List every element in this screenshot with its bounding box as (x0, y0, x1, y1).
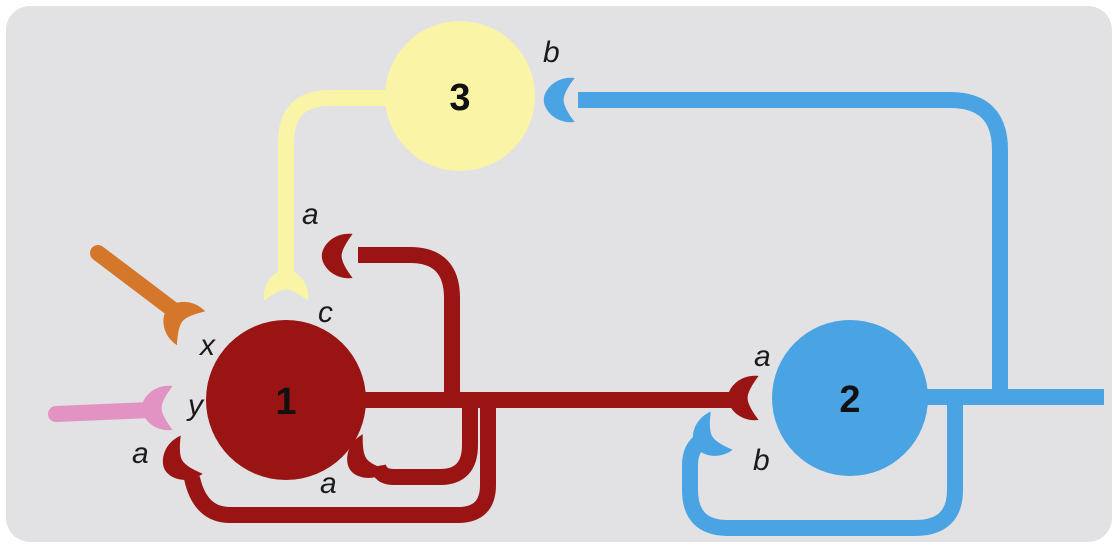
label-c-neuron1: c (318, 296, 333, 329)
label-a-left-neuron1: a (132, 437, 149, 470)
neuron2-axon (578, 92, 1104, 536)
label-a-bottom-neuron1: a (320, 467, 337, 500)
label-a-top-neuron1: a (302, 198, 319, 231)
neuron-2-label: 2 (839, 379, 860, 421)
input-y-axon (48, 385, 173, 431)
input-x-axon (90, 245, 206, 346)
label-y-input: y (186, 389, 205, 422)
label-x-input: x (198, 329, 216, 362)
neuron-2 (772, 320, 928, 476)
label-b-neuron3: b (543, 36, 560, 69)
neuron-1 (206, 320, 366, 480)
neuron3-axon (263, 90, 395, 301)
label-a-neuron2: a (754, 340, 771, 373)
neuron1-axon (184, 247, 742, 523)
neuron-3 (385, 21, 535, 171)
label-b-neuron2: b (753, 444, 770, 477)
neuron-1-label: 1 (275, 381, 296, 423)
neuron-3-label: 3 (449, 77, 470, 119)
